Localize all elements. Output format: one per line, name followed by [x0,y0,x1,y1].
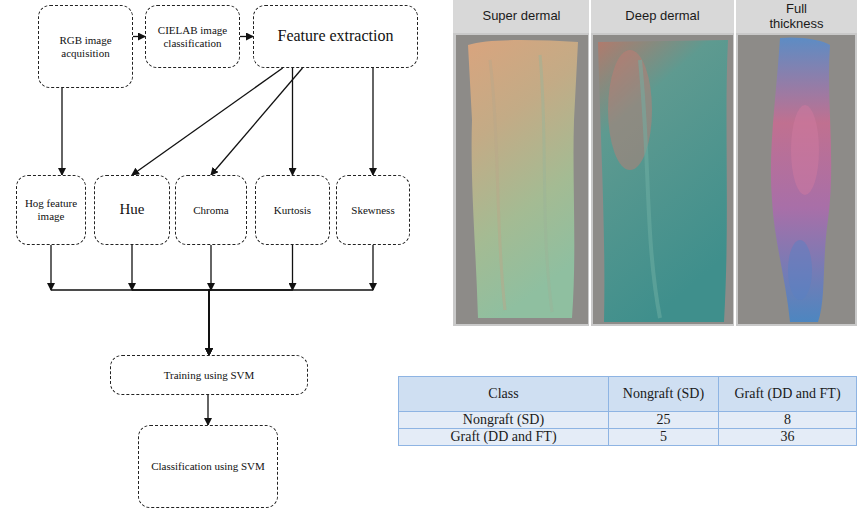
connector-line [372,68,373,175]
flow-arrow [209,245,373,355]
table-cell: 5 [609,429,719,446]
connector-line [131,245,132,290]
table-cell: Nongraft (SD) [609,377,719,412]
node-label: Training using SVM [164,369,255,382]
node-label: Kurtosis [274,204,311,217]
confusion-table: ClassNongraft (SD)Graft (DD and FT)Nongr… [398,376,857,446]
flow-arrow [133,36,145,37]
table-cell: Graft (DD and FT) [399,429,609,446]
node-label: Hog feature image [21,197,81,222]
node-label: Chroma [193,204,228,217]
column-header: Full thickness [759,1,834,32]
connector-line [61,88,62,175]
flow-arrow [51,245,209,355]
flow-arrow [211,68,303,175]
node-label: CIELAB image classification [150,24,235,49]
node-label: Classification using SVM [151,460,265,473]
table-cell: Class [399,377,609,412]
flow-arrow [209,245,293,355]
flow-arrow [240,36,253,37]
connector-line [50,245,51,290]
connector-line [292,68,293,175]
connector-line [51,290,209,355]
node-label: Feature extraction [278,27,394,45]
connector-line [132,68,283,175]
process-box: RGB image acquisition [38,5,133,88]
connector-line [209,290,373,355]
connector-line [372,245,373,290]
flow-arrow [132,245,209,355]
table-cell: 8 [719,412,857,429]
process-box: Training using SVM [110,355,308,395]
connector-line [209,290,293,355]
process-box: CIELAB image classification [145,5,240,68]
feature-box: Hue [94,175,170,245]
column-header: Super dermal [455,1,588,32]
feature-box: Kurtosis [255,175,330,245]
node-label: Hue [120,201,145,218]
table-cell: 25 [609,412,719,429]
feature-box: Chroma [175,175,247,245]
flow-arrow [292,68,293,175]
connector-line [240,36,253,37]
feature-box: Skewness [336,175,410,245]
process-box: Classification using SVM [138,425,278,508]
connector-line [210,245,211,290]
flow-arrow [208,395,209,425]
connector-line [211,68,303,175]
node-label: RGB image acquisition [43,34,128,59]
connector-line [132,290,209,355]
table-cell: Nongraft (SD) [399,412,609,429]
connector-line [292,245,293,290]
table-cell: Graft (DD and FT) [719,377,857,412]
flow-arrow [62,88,63,175]
column-header: Deep dermal [592,1,733,32]
connector-line [133,36,145,37]
table-cell: 36 [719,429,857,446]
flow-arrow [373,68,374,175]
process-box: Feature extraction [253,5,418,68]
node-label: Skewness [351,204,394,217]
connector-line [207,395,208,425]
feature-box: Hog feature image [16,175,86,245]
flow-arrow [132,68,283,175]
